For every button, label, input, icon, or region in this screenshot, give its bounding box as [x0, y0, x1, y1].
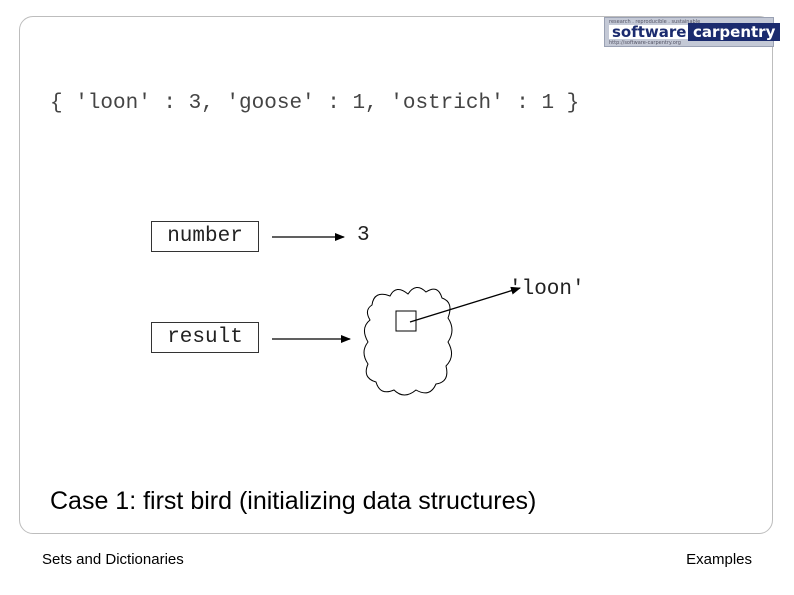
dictionary-entry-box	[395, 310, 417, 332]
arrow-entry-to-loon	[409, 286, 521, 323]
slide-caption: Case 1: first bird (initializing data st…	[50, 487, 537, 515]
logo-word-carpentry: carpentry	[688, 23, 781, 41]
value-loon: 'loon'	[509, 278, 585, 301]
variable-box-number: number	[151, 221, 259, 252]
logo-tagline-bottom: http://software-carpentry.org	[609, 40, 681, 46]
slide-frame	[19, 16, 773, 534]
software-carpentry-logo: research . reproducible . sustainable so…	[604, 17, 781, 47]
dictionary-cloud	[363, 287, 453, 396]
logo-word-software: software	[609, 25, 690, 40]
logo-tagline-top: research . reproducible . sustainable	[609, 19, 701, 25]
value-three: 3	[357, 224, 370, 247]
footer-topic: Examples	[686, 551, 752, 568]
variable-box-result: result	[151, 322, 259, 353]
dictionary-code: { 'loon' : 3, 'goose' : 1, 'ostrich' : 1…	[50, 92, 580, 115]
footer-section-title: Sets and Dictionaries	[42, 551, 184, 568]
